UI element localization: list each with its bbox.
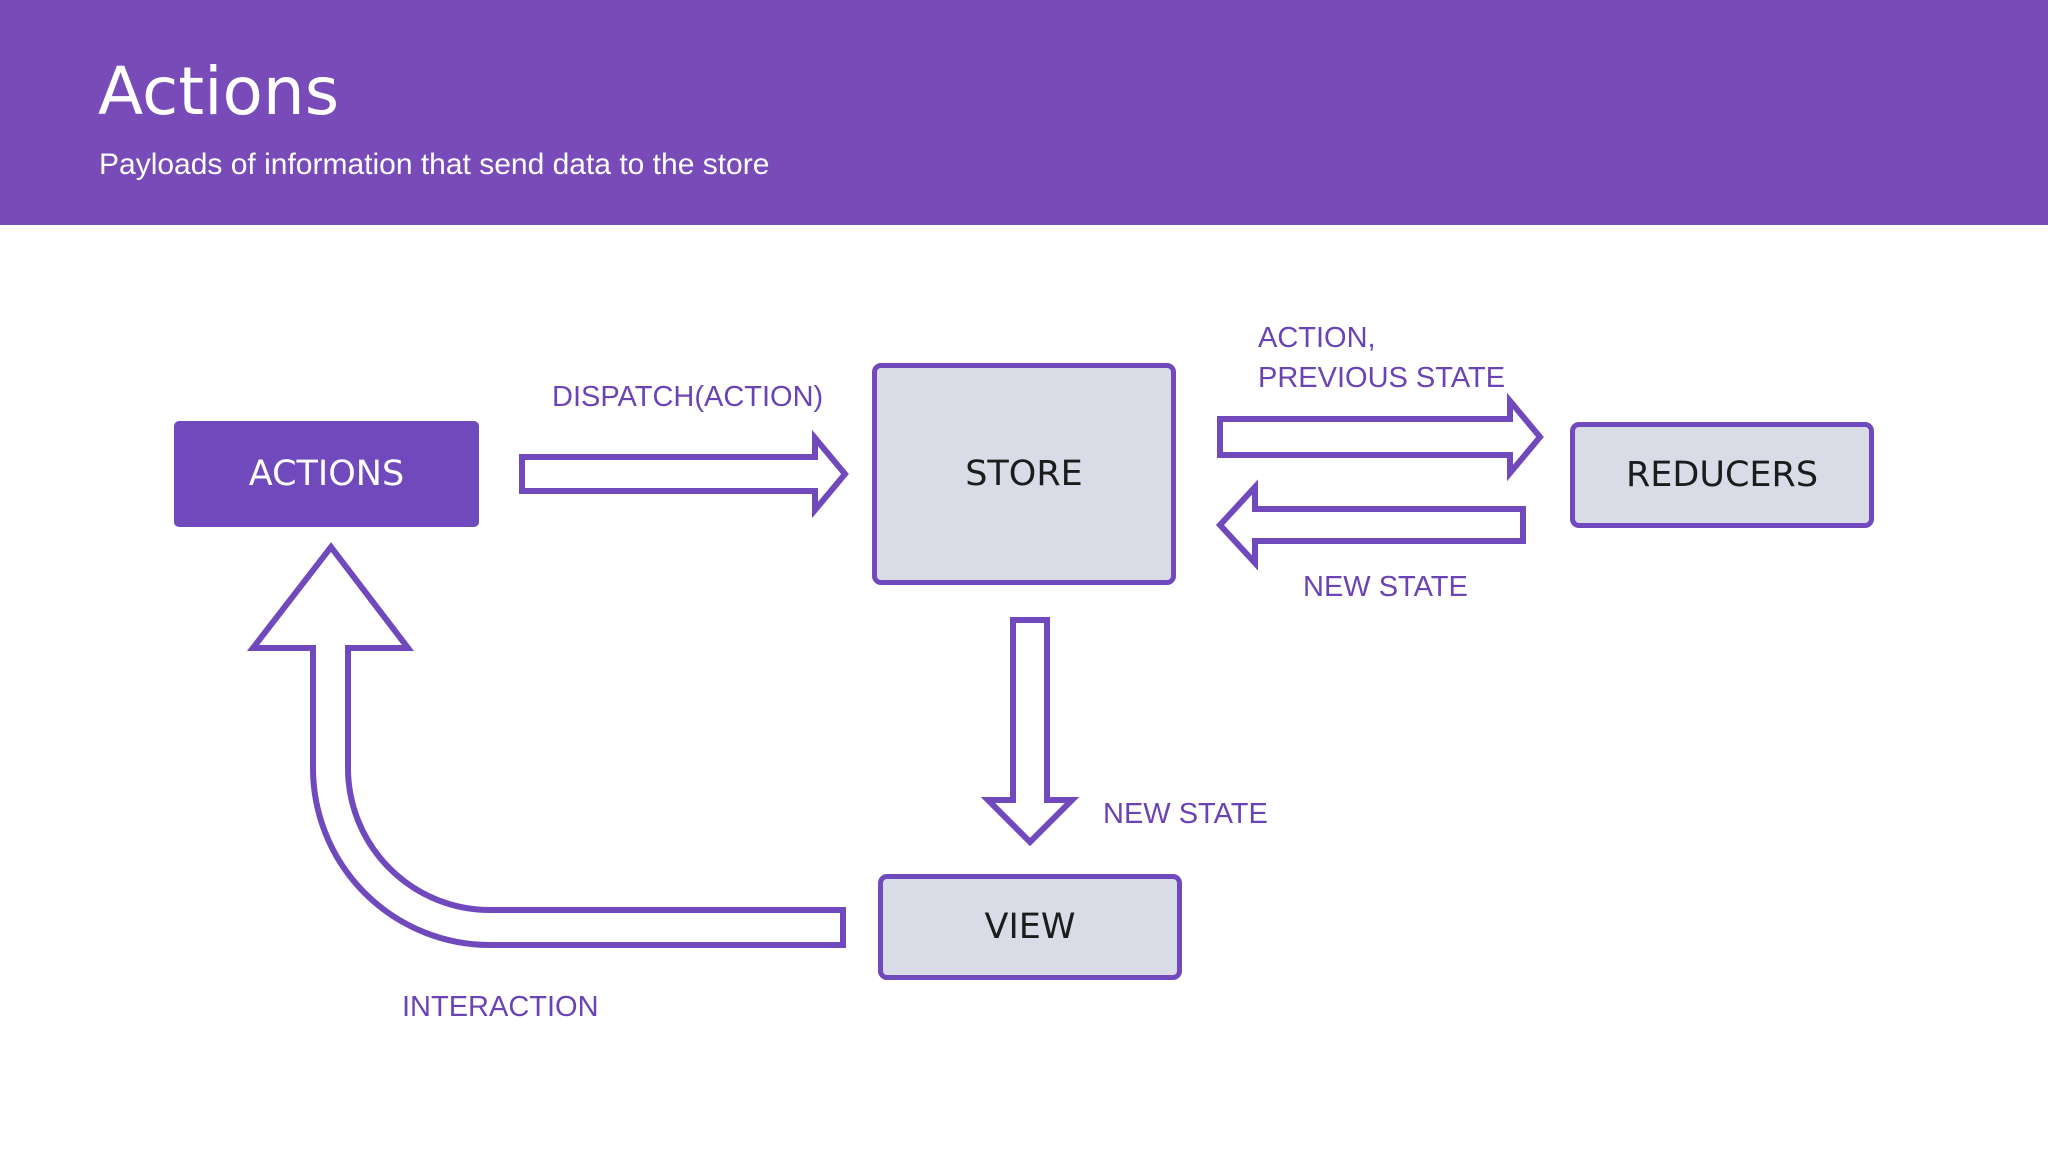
slide-header: Actions Payloads of information that sen… — [0, 0, 2048, 225]
reducers-to-store-arrow — [1215, 479, 1526, 571]
interaction-label: INTERACTION — [402, 991, 599, 1023]
slide-title: Actions — [98, 53, 340, 130]
reducers-node: REDUCERS — [1570, 422, 1874, 528]
view-node-label: VIEW — [984, 907, 1076, 947]
slide-subtitle: Payloads of information that send data t… — [99, 148, 770, 181]
store-to-reducers-arrow — [1217, 392, 1544, 482]
dispatch-arrow — [519, 429, 849, 519]
dispatch-label: DISPATCH(ACTION) — [552, 381, 824, 413]
interaction-arrow — [246, 542, 846, 948]
actions-node: ACTIONS — [174, 421, 479, 527]
store-to-view-arrow — [980, 617, 1080, 847]
new-state-down-label: NEW STATE — [1103, 798, 1268, 830]
reducers-node-label: REDUCERS — [1625, 455, 1819, 495]
new-state-back-label: NEW STATE — [1303, 571, 1468, 603]
view-node: VIEW — [878, 874, 1182, 980]
action-previous-state-label-line2: PREVIOUS STATE — [1258, 362, 1506, 394]
action-previous-state-label-line1: ACTION, — [1258, 322, 1376, 354]
actions-node-label: ACTIONS — [248, 454, 405, 494]
store-node-label: STORE — [965, 454, 1083, 494]
store-node: STORE — [872, 363, 1176, 585]
